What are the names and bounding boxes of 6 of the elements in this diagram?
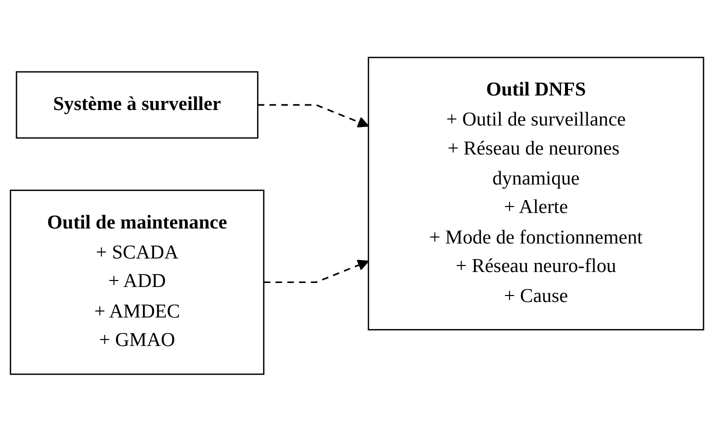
arrow	[258, 104, 369, 128]
arrow	[264, 260, 369, 284]
node-box	[10, 190, 264, 376]
node-box	[368, 56, 704, 331]
package-diagram: Système à surveiller Outil DNFS + Outil de surveillance + Réseau de neurones dynamique + Alerte + Mode de fonctionnement + Réseau neuro-flou + Cause Outil de maintenance + SCADA + ADD + AMDEC + GMAO	[0, 47, 714, 385]
node-box	[16, 71, 258, 139]
